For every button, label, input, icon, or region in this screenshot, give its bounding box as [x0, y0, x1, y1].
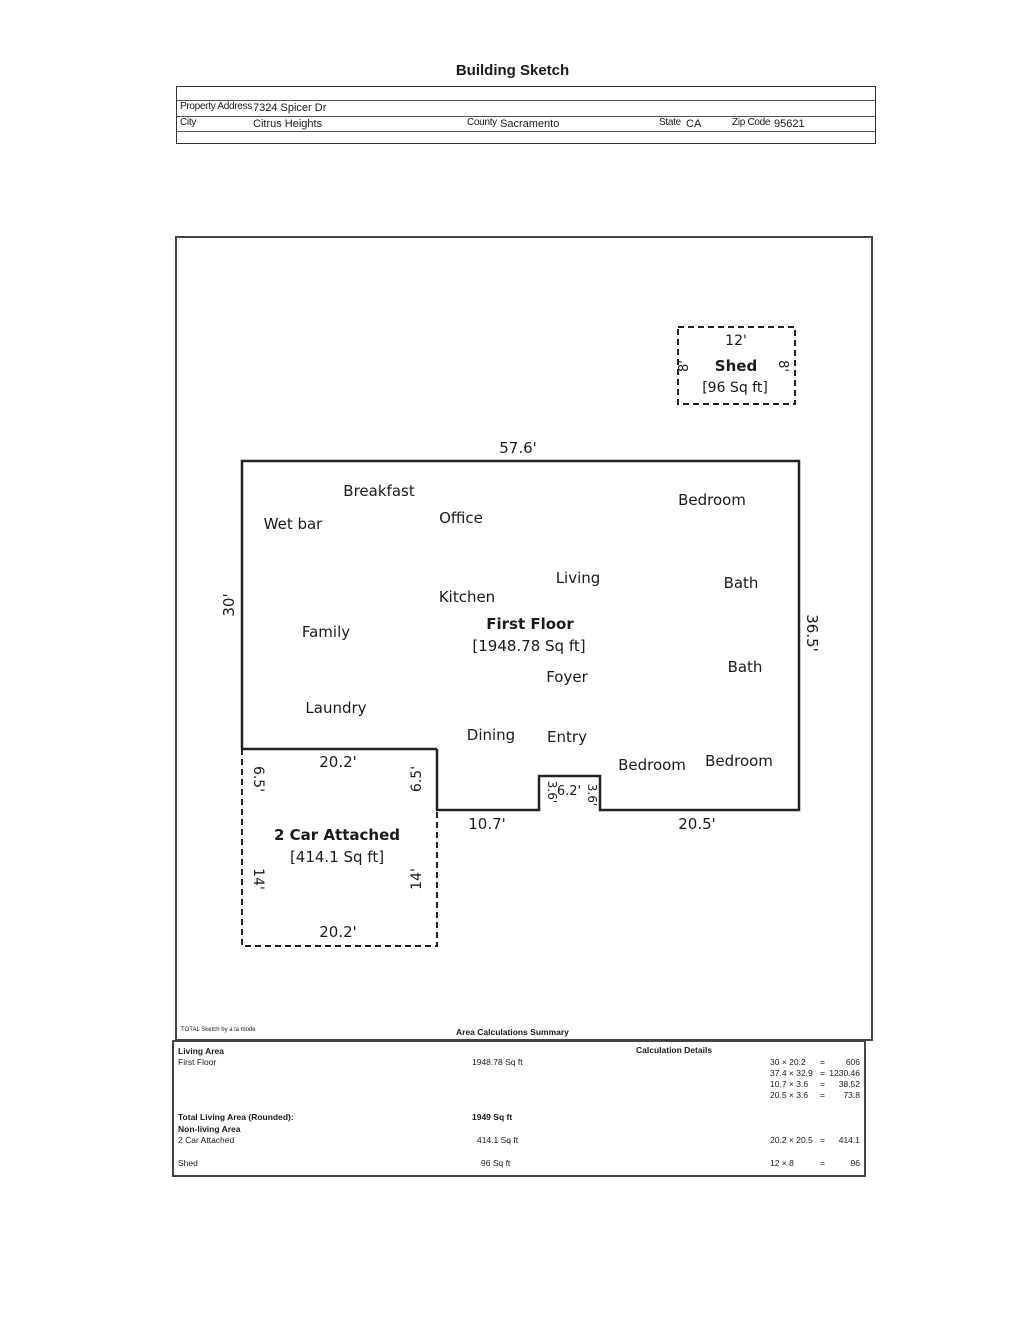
state-label: State — [659, 117, 681, 128]
header-divider — [177, 100, 875, 101]
garage-dim-top: 20.2' — [319, 753, 357, 771]
garage-summary-value: 414.1 Sq ft — [477, 1135, 519, 1145]
room-label: Family — [302, 623, 350, 641]
first-floor-dim-bottom-left: 10.7' — [468, 815, 506, 833]
room-label: Bedroom — [678, 491, 746, 509]
garage-outline — [241, 749, 438, 947]
property-address-value: 7324 Spicer Dr — [253, 102, 327, 114]
room-label: Bath — [728, 658, 763, 676]
room-label: Living — [556, 569, 601, 587]
room-label: Office — [439, 509, 483, 527]
shed-dim-top: 12' — [725, 333, 747, 349]
shed-summary-value: 96 Sq ft — [481, 1158, 511, 1168]
room-label: Dining — [467, 726, 515, 744]
first-floor-area: [1948.78 Sq ft] — [472, 637, 585, 655]
county-value: Sacramento — [500, 118, 560, 130]
calc-equals: = — [820, 1135, 825, 1145]
sketch-credit: TOTAL Sketch by a la mode — [181, 1027, 256, 1033]
calc-equals: = — [820, 1068, 825, 1078]
calc-result: 38.52 — [838, 1079, 860, 1089]
property-header: Property Address 7324 Spicer Dr City Cit… — [176, 86, 876, 144]
garage-dim-left: 14' — [250, 868, 266, 890]
first-floor-dim-right: 36.5' — [803, 614, 821, 652]
calc-result: 96 — [850, 1158, 860, 1168]
header-divider — [177, 116, 875, 117]
area-summary-table: Living Area First Floor 1948.78 Sq ft Ca… — [172, 1040, 866, 1177]
shed-dim-right: 8' — [775, 360, 790, 372]
calc-result: 1230.46 — [829, 1068, 860, 1078]
notch-dim-left: 3.6' — [545, 781, 559, 803]
calc-result: 606 — [845, 1057, 860, 1067]
notch-dim-width: 6.2' — [557, 784, 581, 799]
calc-expression: 20.5 × 3.6 — [770, 1090, 809, 1100]
room-label: Wet bar — [264, 515, 324, 533]
zip-value: 95621 — [774, 118, 805, 130]
header-divider — [177, 131, 875, 132]
summary-title: Area Calculations Summary — [456, 1027, 569, 1037]
shed-dim-left: 8' — [677, 360, 692, 372]
room-label: Bath — [724, 574, 759, 592]
non-living-area-label: Non-living Area — [178, 1124, 241, 1134]
zip-label: Zip Code — [732, 117, 771, 128]
state-value: CA — [686, 118, 702, 130]
property-address-label: Property Address — [180, 101, 252, 112]
shed-summary-label: Shed — [178, 1158, 198, 1168]
shed-label: Shed — [715, 357, 757, 375]
room-label: Entry — [547, 728, 587, 746]
garage-dim-right: 14' — [409, 868, 425, 890]
calc-equals: = — [820, 1079, 825, 1089]
room-label: Bedroom — [705, 752, 773, 770]
first-floor-label: First Floor — [486, 615, 574, 633]
calc-expression: 10.7 × 3.6 — [770, 1079, 809, 1089]
room-label: Kitchen — [439, 588, 495, 606]
garage-area: [414.1 Sq ft] — [290, 848, 384, 866]
first-floor-summary-label: First Floor — [178, 1057, 217, 1067]
total-living-area-label: Total Living Area (Rounded): — [178, 1112, 294, 1122]
first-floor-outline — [240, 459, 801, 812]
city-value: Citrus Heights — [253, 118, 323, 130]
first-floor-dim-bottom-right: 20.5' — [678, 815, 716, 833]
county-label: County — [467, 117, 497, 128]
calc-equals: = — [820, 1057, 825, 1067]
room-label: Foyer — [546, 668, 588, 686]
first-floor-dim-top: 57.6' — [499, 439, 537, 457]
garage-dim-right-top: 6.5' — [409, 766, 425, 792]
total-living-area-value: 1949 Sq ft — [472, 1112, 513, 1122]
garage-dim-left-top: 6.5' — [250, 766, 266, 792]
calc-result: 414.1 — [838, 1135, 860, 1145]
calculation-details-title: Calculation Details — [636, 1045, 713, 1055]
garage-summary-label: 2 Car Attached — [178, 1135, 235, 1145]
calc-expression: 12 × 8 — [770, 1158, 794, 1168]
calc-equals: = — [820, 1090, 825, 1100]
calc-equals: = — [820, 1158, 825, 1168]
garage-label: 2 Car Attached — [274, 826, 400, 844]
shed-outline — [677, 326, 796, 405]
garage-dim-bottom: 20.2' — [319, 923, 357, 941]
shed-area: [96 Sq ft] — [702, 380, 768, 396]
room-label: Bedroom — [618, 756, 686, 774]
calc-expression: 30 × 20.2 — [770, 1057, 806, 1067]
first-floor-summary-value: 1948.78 Sq ft — [472, 1057, 523, 1067]
first-floor-dim-left: 30' — [220, 593, 238, 616]
city-label: City — [180, 117, 197, 128]
room-label: Laundry — [305, 699, 366, 717]
notch-dim-right: 3.6' — [585, 784, 599, 806]
living-area-label: Living Area — [178, 1046, 224, 1056]
calc-expression: 37.4 × 32.9 — [770, 1068, 813, 1078]
page-title: Building Sketch — [455, 62, 570, 79]
room-label: Breakfast — [343, 482, 415, 500]
calc-result: 73.8 — [843, 1090, 860, 1100]
calc-expression: 20.2 × 20.5 — [770, 1135, 813, 1145]
